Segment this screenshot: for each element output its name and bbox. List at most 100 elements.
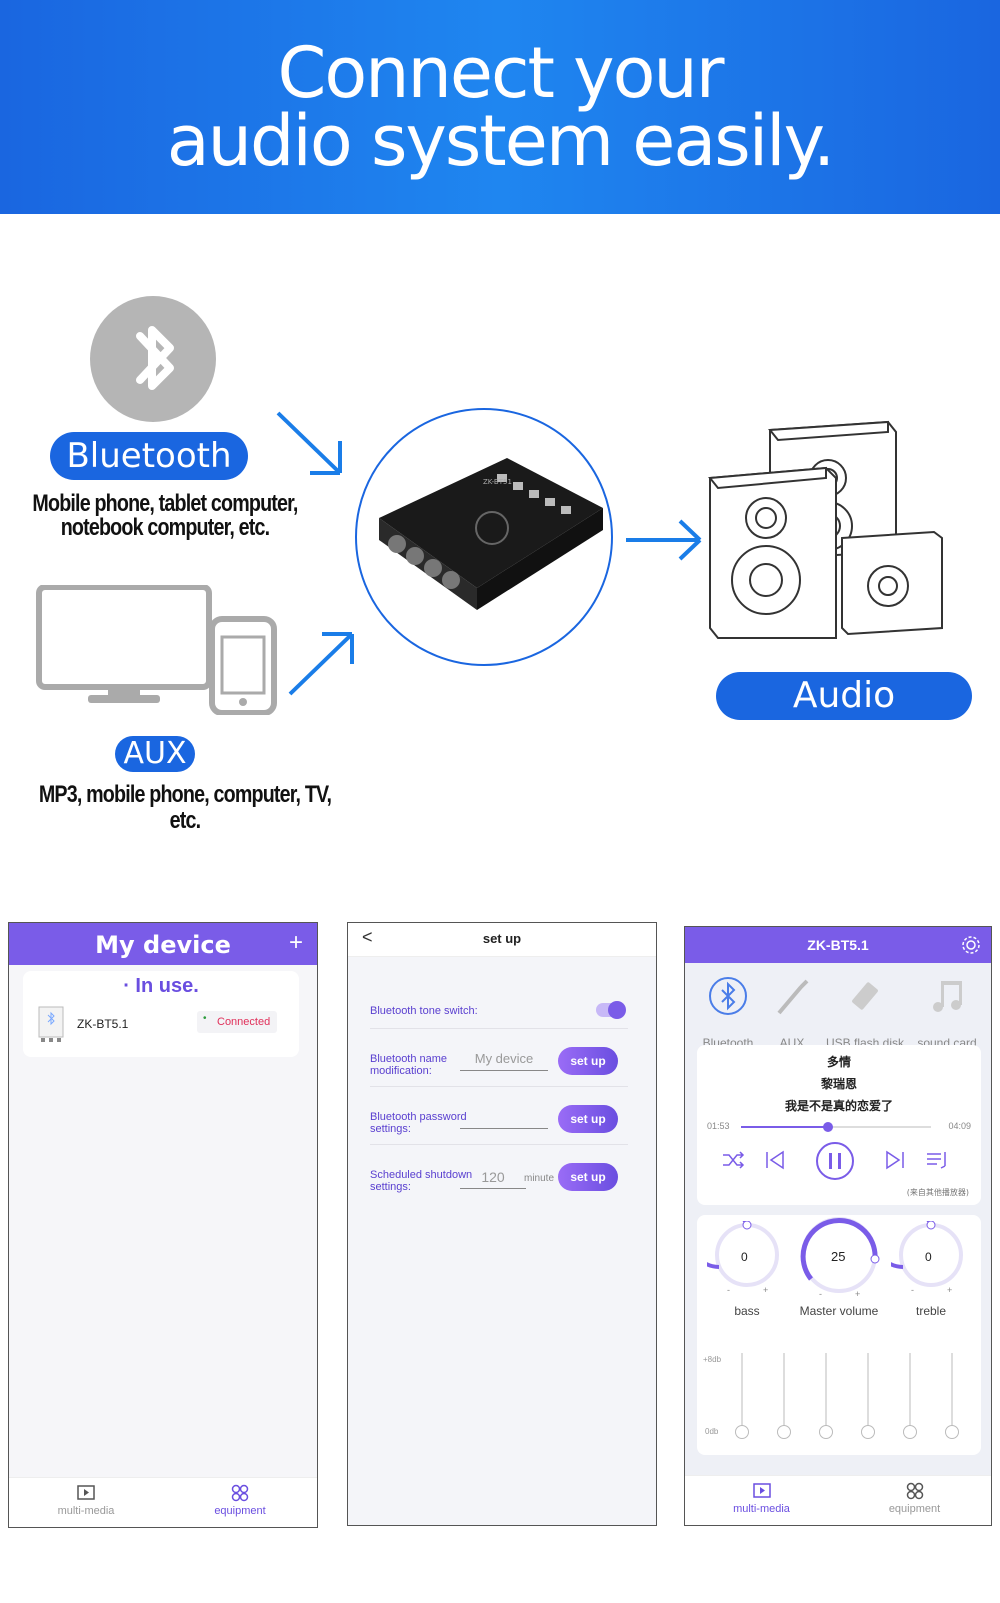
in-use-label: · In use. bbox=[123, 975, 199, 997]
music-note-icon bbox=[933, 981, 962, 1012]
knob-label: treble bbox=[915, 1304, 947, 1318]
song-title: 多情 bbox=[826, 1055, 851, 1069]
eq-band-track[interactable] bbox=[783, 1353, 785, 1435]
nav-label: equipment bbox=[888, 1503, 941, 1515]
knob-value: 0 bbox=[925, 1250, 932, 1264]
eq-band-handle[interactable] bbox=[903, 1425, 917, 1439]
master-volume-knob[interactable]: 25 -+ Master volume bbox=[791, 1215, 887, 1318]
nav-label: equipment bbox=[214, 1505, 266, 1517]
source-aux[interactable]: AUX bbox=[767, 975, 817, 1050]
nav-equipment[interactable]: equipment bbox=[163, 1484, 317, 1517]
bluetooth-icon bbox=[709, 977, 747, 1015]
shuffle-icon[interactable] bbox=[721, 1149, 747, 1171]
device-thumbnail-icon bbox=[38, 1006, 64, 1042]
progress-thumb[interactable] bbox=[823, 1122, 834, 1132]
add-device-button[interactable]: + bbox=[288, 929, 303, 956]
shutdown-label-1: Scheduled shutdown bbox=[370, 1169, 473, 1181]
shutdown-label-2: settings: bbox=[370, 1181, 411, 1193]
nav-label: multi-media bbox=[57, 1505, 115, 1517]
set-shutdown-button[interactable]: set up bbox=[558, 1163, 618, 1191]
eq-band-track[interactable] bbox=[867, 1353, 869, 1435]
bluetooth-caption-1: Mobile phone, tablet computer, bbox=[32, 490, 298, 517]
source-usb[interactable]: USB flash disk bbox=[825, 975, 905, 1050]
tone-switch-row: Bluetooth tone switch: bbox=[370, 989, 628, 1029]
nav-equipment[interactable]: equipment bbox=[838, 1482, 991, 1515]
bluetooth-pill: Bluetooth bbox=[50, 432, 248, 480]
name-label-2: modification: bbox=[370, 1065, 432, 1077]
amplifier-board-image: ZK-BT51 bbox=[355, 408, 613, 666]
status-text: Connected bbox=[217, 1016, 271, 1028]
bluetooth-icon bbox=[90, 296, 216, 422]
bluetooth-password-input[interactable] bbox=[460, 1107, 548, 1129]
bottom-nav: multi-media equipment bbox=[685, 1475, 991, 1525]
board-model: ZK-BT51 bbox=[483, 478, 512, 486]
bass-dial[interactable]: 0 -+ bbox=[687, 1205, 787, 1297]
set-password-button[interactable]: set up bbox=[558, 1105, 618, 1133]
previous-icon[interactable] bbox=[763, 1149, 787, 1171]
aux-cable-icon bbox=[777, 979, 809, 1015]
eq-band-handle[interactable] bbox=[861, 1425, 875, 1439]
settings-gear-icon[interactable] bbox=[961, 935, 981, 955]
shutdown-minutes-input[interactable]: 120 bbox=[460, 1167, 526, 1189]
bluetooth-caption-2: notebook computer, etc. bbox=[60, 514, 270, 541]
page-title: My device bbox=[95, 931, 231, 959]
nav-multi-media[interactable]: multi-media bbox=[685, 1482, 838, 1515]
progress-fill bbox=[741, 1126, 829, 1128]
password-label-2: settings: bbox=[370, 1123, 411, 1135]
pause-button[interactable] bbox=[815, 1141, 855, 1181]
audio-playback-pill: Audio playback bbox=[716, 672, 972, 764]
eq-band-handle[interactable] bbox=[819, 1425, 833, 1439]
aux-pill: AUX bbox=[115, 736, 195, 772]
password-label-1: Bluetooth password bbox=[370, 1111, 467, 1123]
banner-title-line2: audio system easily. bbox=[166, 100, 836, 182]
svg-text:-: - bbox=[727, 1285, 730, 1295]
apps-icon bbox=[231, 1484, 249, 1502]
page-title: set up bbox=[482, 931, 522, 946]
sound-control-card: 0 -+ bass 25 -+ Master volume 0 -+ bbox=[687, 1205, 981, 1455]
bass-knob[interactable]: 0 -+ bass bbox=[687, 1205, 787, 1318]
aux-caption: MP3, mobile phone, computer, TV, etc. bbox=[38, 781, 332, 834]
playlist-icon[interactable] bbox=[925, 1149, 949, 1171]
header-bar: ZK-BT5.1 bbox=[685, 927, 991, 963]
eq-band-track[interactable] bbox=[909, 1353, 911, 1435]
banner-title-line1: Connect your bbox=[277, 32, 724, 114]
back-button[interactable]: < bbox=[362, 927, 373, 947]
password-row: Bluetooth password settings: set up bbox=[370, 1099, 628, 1145]
next-icon[interactable] bbox=[883, 1149, 907, 1171]
eq-band-track[interactable] bbox=[951, 1353, 953, 1435]
bluetooth-name-input[interactable]: My device bbox=[460, 1049, 548, 1071]
eq-band-track[interactable] bbox=[825, 1353, 827, 1435]
nav-label: multi-media bbox=[733, 1503, 790, 1515]
device-row[interactable]: ZK-BT5.1 • Connected bbox=[37, 1005, 289, 1045]
treble-dial[interactable]: 0 -+ bbox=[871, 1205, 971, 1297]
arrow-down-right-icon bbox=[276, 411, 342, 475]
status-badge: • Connected bbox=[197, 1011, 277, 1033]
play-icon bbox=[77, 1485, 95, 1500]
eq-band-handle[interactable] bbox=[945, 1425, 959, 1439]
master-volume-dial[interactable]: 25 -+ bbox=[791, 1215, 887, 1299]
header-bar: < set up bbox=[348, 923, 656, 957]
set-name-button[interactable]: set up bbox=[558, 1047, 618, 1075]
svg-text:+: + bbox=[855, 1289, 860, 1299]
svg-text:-: - bbox=[911, 1285, 914, 1295]
source-sound-card[interactable]: sound card bbox=[905, 975, 989, 1050]
now-playing-card: 多情 黎瑞恩 我是不是真的恋爱了 01:53 04:09 (来自其他播放器) bbox=[697, 1045, 981, 1205]
tone-switch-label: Bluetooth tone switch: bbox=[370, 1005, 478, 1017]
eq-band-handle[interactable] bbox=[735, 1425, 749, 1439]
knob-value: 25 bbox=[831, 1249, 845, 1264]
screen-my-device: My device + · In use. ZK-BT5.1 • Connect… bbox=[8, 922, 318, 1528]
eq-bottom-label: 0db bbox=[705, 1427, 719, 1436]
name-label-1: Bluetooth name bbox=[370, 1053, 448, 1065]
treble-knob[interactable]: 0 -+ treble bbox=[871, 1205, 971, 1318]
arrow-right-icon bbox=[626, 519, 702, 561]
source-selector: Bluetooth AUX USB flash disk sound card bbox=[685, 975, 991, 1055]
eq-band-track[interactable] bbox=[741, 1353, 743, 1435]
minute-unit: minute bbox=[524, 1173, 555, 1184]
page-title: ZK-BT5.1 bbox=[807, 937, 869, 953]
knob-label: bass bbox=[734, 1304, 760, 1318]
progress-track[interactable] bbox=[741, 1122, 931, 1132]
source-bluetooth[interactable]: Bluetooth bbox=[693, 975, 763, 1050]
eq-band-handle[interactable] bbox=[777, 1425, 791, 1439]
tone-switch-toggle[interactable] bbox=[596, 1001, 626, 1019]
nav-multi-media[interactable]: multi-media bbox=[9, 1484, 163, 1517]
